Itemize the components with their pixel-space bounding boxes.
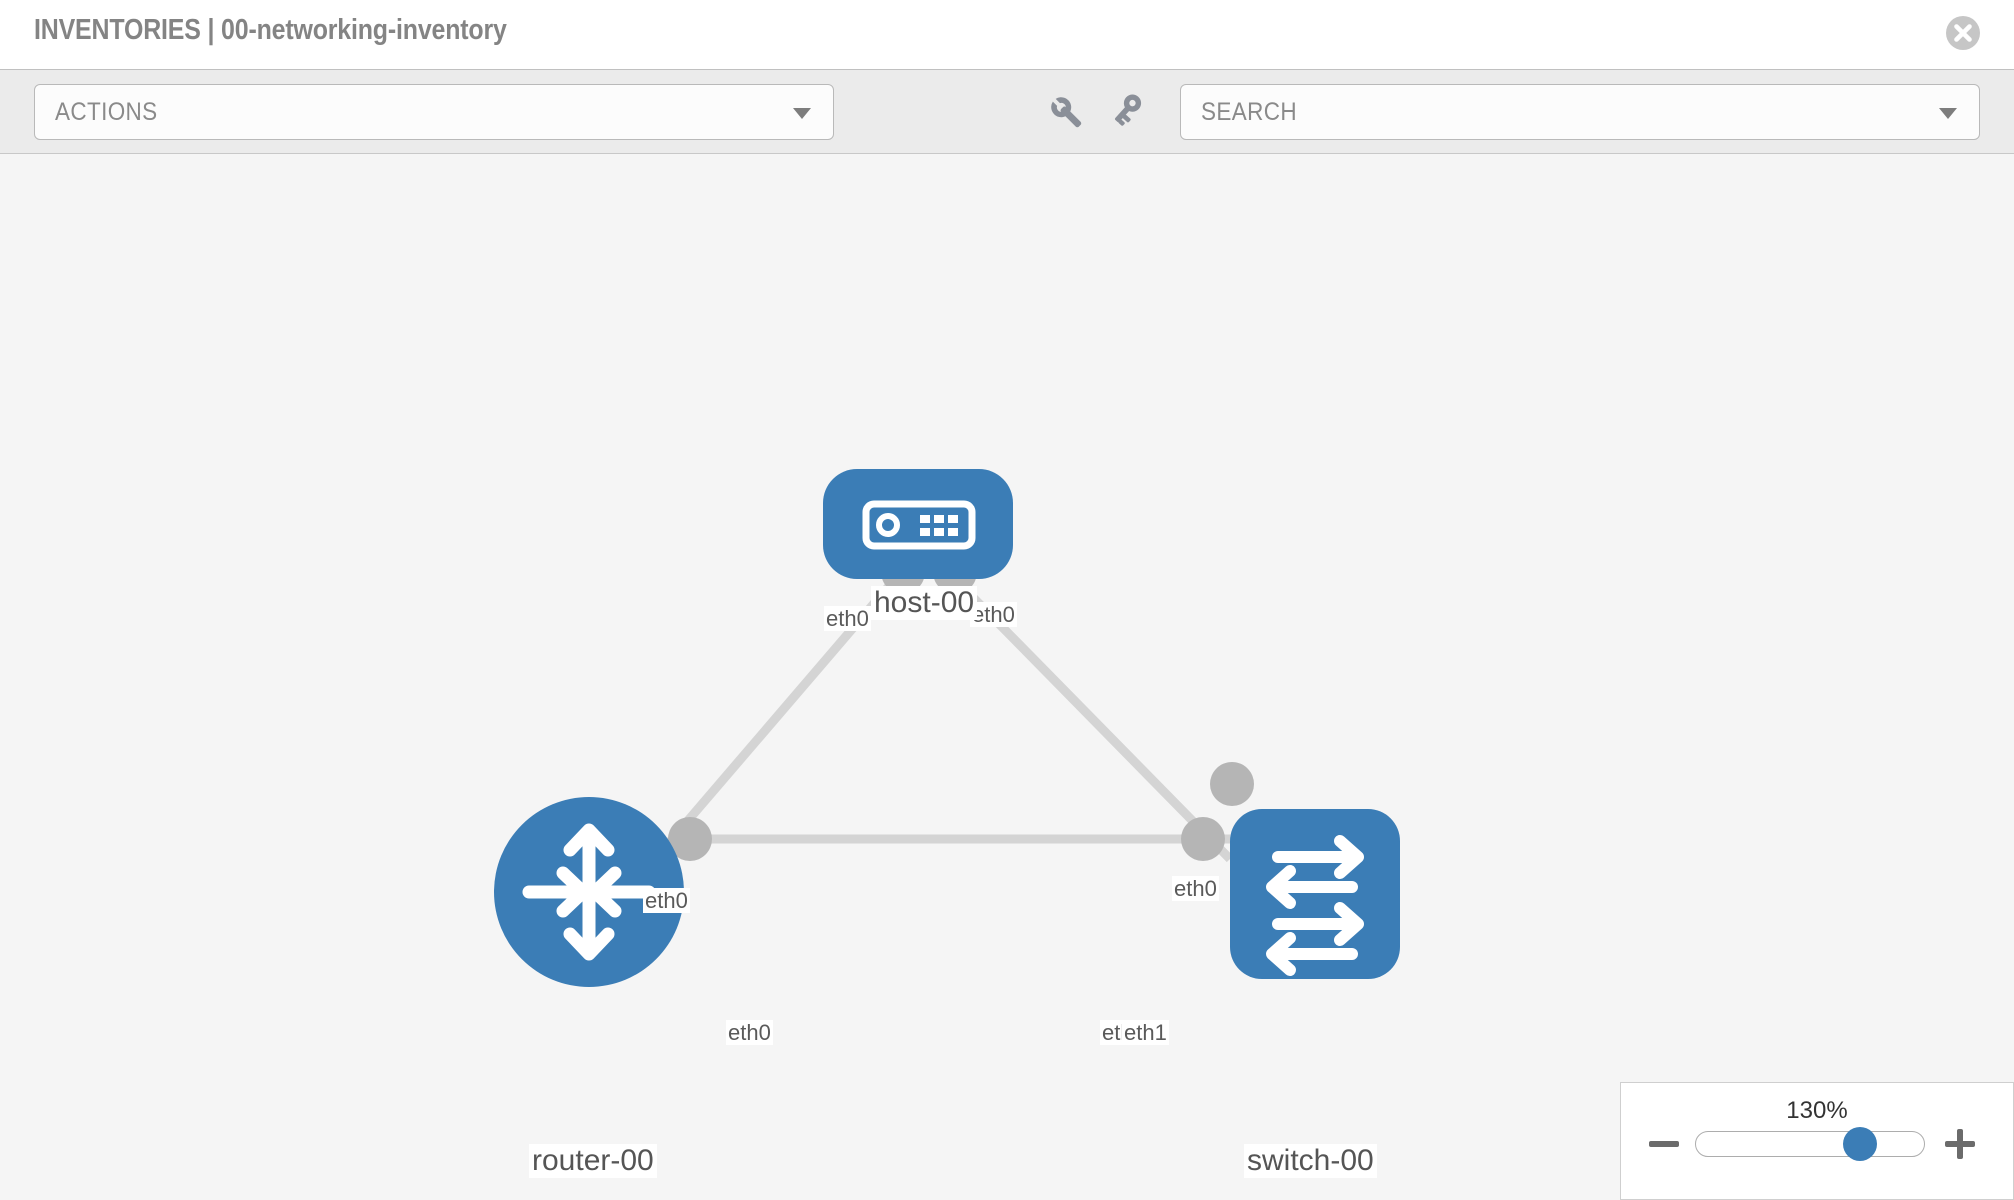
topology-links: [651, 575, 1234, 863]
chevron-down-icon: [793, 108, 811, 119]
node-label-switch-00: switch-00: [1244, 1144, 1377, 1178]
zoom-out-button[interactable]: [1647, 1127, 1681, 1161]
key-icon[interactable]: [1112, 92, 1154, 134]
iface-label-host-left: eth0: [824, 606, 871, 632]
iface-label-switch-uplink: eth0: [1172, 876, 1219, 902]
port-switch-west: [1181, 817, 1225, 861]
iface-label-router-east: eth0: [726, 1020, 773, 1046]
page-header: INVENTORIES | 00-networking-inventory: [0, 0, 2014, 69]
switch-arrows-icon: [1266, 835, 1364, 976]
zoom-slider-thumb[interactable]: [1843, 1127, 1877, 1161]
key-glyph: [1115, 94, 1142, 126]
zoom-slider-track[interactable]: [1695, 1131, 1925, 1157]
port-router-east: [668, 817, 712, 861]
actions-dropdown-label: ACTIONS: [55, 98, 158, 126]
node-switch-00[interactable]: [1230, 809, 1400, 979]
search-input[interactable]: SEARCH: [1180, 84, 1980, 140]
wrench-icon[interactable]: [1046, 92, 1088, 134]
actions-dropdown[interactable]: ACTIONS: [34, 84, 834, 140]
chevron-down-icon: [1939, 108, 1957, 119]
topology-graph: [494, 469, 1400, 987]
node-label-host-00: host-00: [871, 586, 978, 620]
close-icon[interactable]: [1944, 14, 1982, 52]
server-device-icon: [862, 500, 976, 550]
port-switch-nw: [1210, 762, 1254, 806]
page-title: INVENTORIES | 00-networking-inventory: [34, 14, 507, 46]
router-arrows-icon: [522, 823, 656, 961]
node-router-00[interactable]: [494, 797, 684, 987]
toolbar: ACTIONS SEARC: [0, 69, 2014, 154]
node-label-router-00: router-00: [529, 1144, 657, 1178]
search-placeholder: SEARCH: [1201, 98, 1297, 126]
zoom-level-label: 130%: [1786, 1097, 1848, 1124]
node-host-00[interactable]: [823, 469, 1013, 579]
zoom-in-button[interactable]: [1943, 1127, 1977, 1161]
iface-label-switch-west-b: eth1: [1122, 1020, 1169, 1046]
wrench-glyph: [1051, 97, 1082, 128]
topology-canvas[interactable]: eth0 eth0 eth0 eth0 eth0 eth0 eth1 host-…: [0, 154, 2014, 1200]
zoom-control-panel: 130%: [1620, 1082, 2014, 1200]
close-circle-icon: [1946, 16, 1980, 50]
iface-label-host-right: eth0: [970, 602, 1017, 628]
iface-label-router-uplink: eth0: [643, 888, 690, 914]
